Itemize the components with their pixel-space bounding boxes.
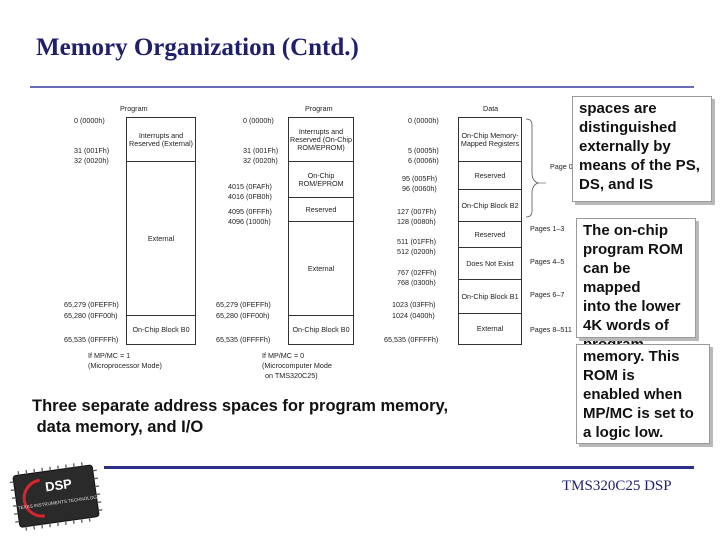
page-label: Pages 1–3 [530, 224, 565, 233]
callout-line: can be mapped [583, 260, 641, 296]
col2-caption: on TMS320C25) [265, 371, 318, 380]
col3-addr: 512 (0200h) [397, 247, 436, 256]
footer-label: TMS320C25 DSP [562, 478, 672, 494]
callout-line: into the lower [583, 298, 681, 315]
col1-block: Interrupts and Reserved (External) [127, 118, 195, 162]
col2-addr: 65,279 (0FEFFh) [216, 300, 271, 309]
col1-block: On-Chip Block B0 [132, 325, 190, 334]
callout-line: The on-chip [583, 222, 668, 239]
callout-rom-enable: memory. This ROM is enabled when MP/MC i… [576, 344, 710, 444]
col3-addr: 95 (005Fh) [402, 174, 438, 183]
footer-divider [104, 466, 694, 469]
col2-addr: 4015 (0FAFh) [228, 182, 272, 191]
col1-caption: (Microprocessor Mode) [88, 361, 162, 370]
col2-caption: If MP/MC = 0 [262, 351, 305, 360]
col2-memory-column: Interrupts and Reserved (On-Chip ROM/EPR… [288, 117, 354, 345]
col3-block: On-Chip Block B1 [459, 280, 521, 314]
col3-addr: 65,535 (0FFFFh) [384, 335, 439, 344]
page-label: Pages 6–7 [530, 290, 565, 299]
col1-addr: 65,535 (0FFFFh) [64, 335, 119, 344]
page-brackets [525, 118, 546, 218]
callout-line: program ROM [583, 241, 684, 258]
slide-title: Memory Organization (Cntd.) [36, 34, 359, 61]
col2-addr: 4096 (1000h) [228, 217, 271, 226]
col1-block: External [127, 162, 195, 316]
page-label: Pages 4–5 [530, 257, 565, 266]
col2-addr: 4016 (0FB0h) [228, 192, 272, 201]
col3-addr: 128 (0080h) [397, 217, 436, 226]
col3-addr: 96 (0060h) [402, 184, 437, 193]
logo-text: DSP [44, 476, 73, 495]
callout-line: externally by [579, 138, 671, 155]
col3-block: On-Chip Memory-Mapped Registers [459, 118, 521, 162]
callout-line: spaces are [579, 100, 657, 117]
memory-map-diagram: Program 0 (0000h) 31 (001Fh) 32 (0020h) … [60, 100, 580, 380]
callout-line: MP/MC is set to [583, 405, 694, 422]
col3-addr: 0 (0000h) [408, 116, 439, 125]
col2-header: Program [305, 104, 333, 113]
callout-line: means of the PS, [579, 157, 700, 174]
col2-block: Reserved [289, 198, 353, 222]
callout-address-spaces: spaces are distinguished externally by m… [572, 96, 712, 202]
col2-block: On-Chip ROM/EPROM [289, 162, 353, 198]
page-label: Pages 8–511 [530, 325, 572, 334]
col3-block: Reserved [459, 222, 521, 248]
col3-block: On-Chip Block B2 [459, 190, 521, 222]
col3-addr: 1023 (03FFh) [392, 300, 436, 309]
col3-block: External [476, 324, 504, 333]
callout-line: DS, and IS [579, 176, 654, 193]
callout-line: a logic low. [583, 424, 664, 441]
col2-addr: 65,280 (0FF00h) [216, 311, 270, 320]
col3-addr: 1024 (0400h) [392, 311, 435, 320]
page-label: Page 0 [550, 162, 573, 171]
callout-line: ROM is [583, 367, 635, 384]
col2-addr: 0 (0000h) [243, 116, 274, 125]
col3-block: Reserved [459, 162, 521, 190]
title-divider [30, 86, 694, 88]
col2-block: On-Chip Block B0 [292, 325, 350, 334]
col1-addr: 32 (0020h) [74, 156, 109, 165]
col1-addr: 65,280 (0FF00h) [64, 311, 118, 320]
summary-text: Three separate address spaces for progra… [32, 396, 448, 438]
col3-addr: 511 (01FFh) [397, 237, 437, 246]
summary-line: Three separate address spaces for progra… [32, 397, 449, 415]
callout-onchip-rom: The on-chip program ROM can be mapped in… [576, 218, 696, 353]
col1-caption: If MP/MC = 1 [88, 351, 131, 360]
col2-addr: 31 (001Fh) [243, 146, 279, 155]
dsp-chip-logo: DSP TEXAS INSTRUMENTS TECHNOLOGY [9, 462, 103, 531]
col1-addr: 31 (001Fh) [74, 146, 110, 155]
col2-addr: 32 (0020h) [243, 156, 278, 165]
col2-addr: 4095 (0FFFh) [228, 207, 272, 216]
summary-line: data memory, and I/O [32, 418, 204, 436]
col2-block: External [289, 222, 353, 316]
col2-caption: (Microcomputer Mode [262, 361, 332, 370]
col1-memory-column: Interrupts and Reserved (External) Exter… [126, 117, 196, 345]
col3-addr: 6 (0006h) [408, 156, 439, 165]
callout-line: enabled when [583, 386, 683, 403]
col2-addr: 65,535 (0FFFFh) [216, 335, 271, 344]
col3-addr: 767 (02FFh) [397, 268, 437, 277]
col3-addr: 768 (0300h) [397, 278, 436, 287]
callout-line: memory. This [583, 348, 680, 365]
col2-block: Interrupts and Reserved (On-Chip ROM/EPR… [289, 118, 353, 162]
col1-addr: 65,279 (0FEFFh) [64, 300, 119, 309]
col1-header: Program [120, 104, 148, 113]
callout-line: distinguished [579, 119, 677, 136]
callout-line: 4K words of [583, 317, 669, 334]
col1-addr: 0 (0000h) [74, 116, 105, 125]
col3-memory-column: On-Chip Memory-Mapped Registers Reserved… [458, 117, 522, 345]
col3-block: Does Not Exist [459, 248, 521, 280]
col3-addr: 127 (007Fh) [397, 207, 437, 216]
col3-header: Data [483, 104, 499, 113]
col3-addr: 5 (0005h) [408, 146, 439, 155]
